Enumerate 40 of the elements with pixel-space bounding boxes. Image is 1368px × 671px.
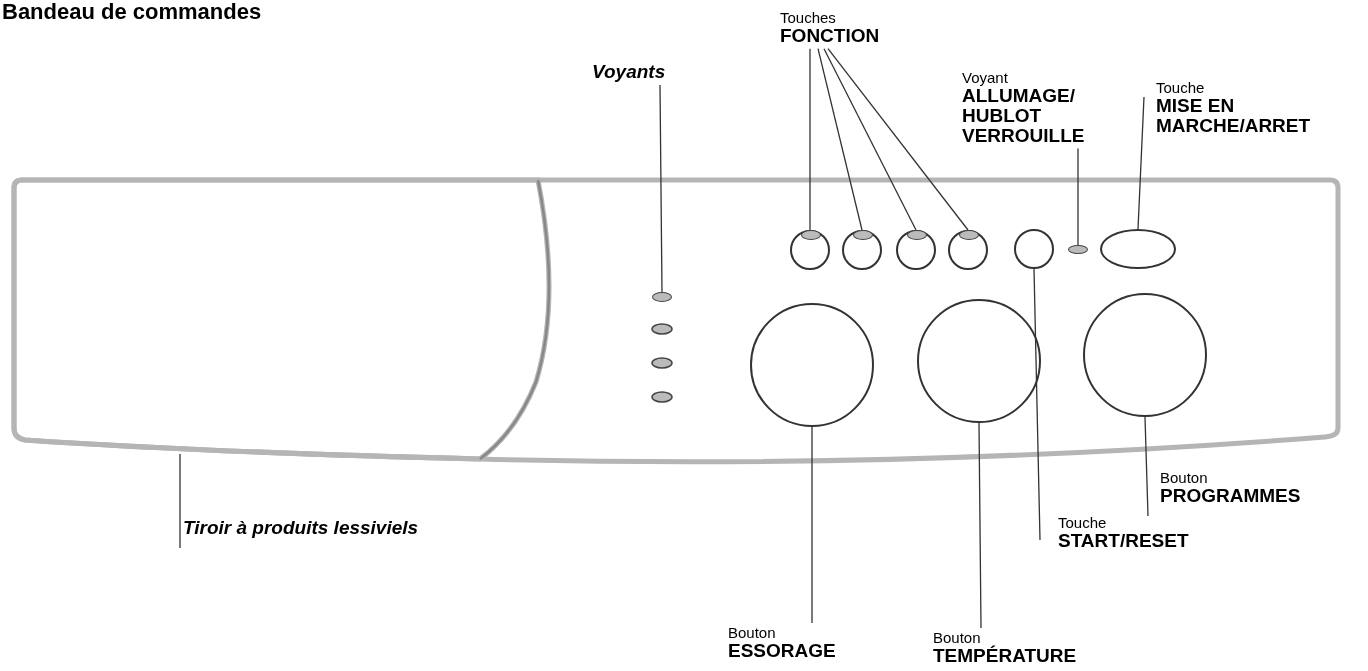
callout-label: Tiroir à produits lessiviels	[183, 518, 420, 538]
function-button	[842, 230, 882, 270]
leader-line	[827, 48, 969, 231]
title: Bandeau de commandes	[2, 0, 262, 24]
leader-line	[978, 422, 982, 629]
indicator-light	[652, 292, 672, 302]
function-button	[790, 230, 830, 270]
function-button	[896, 230, 936, 270]
leader-line	[1137, 96, 1145, 230]
leader-line	[1144, 416, 1149, 517]
callout-label: MISE EN MARCHE/ARRET	[1156, 95, 1312, 136]
leader-line	[809, 48, 811, 231]
leader-line	[1033, 268, 1041, 541]
callout-caption: Bouton	[933, 630, 981, 646]
round-control	[750, 303, 874, 427]
callout-label: FONCTION	[780, 25, 881, 46]
callout-caption: Bouton	[728, 625, 777, 641]
leader-line	[659, 84, 663, 293]
leader-line	[179, 453, 181, 549]
round-control	[1100, 229, 1176, 269]
callout-caption: Touche	[1058, 515, 1108, 531]
round-control	[917, 299, 1041, 423]
leader-line	[1077, 147, 1079, 246]
callout-label: TEMPÉRATURE	[933, 645, 1078, 666]
function-button	[948, 230, 988, 270]
round-control	[1014, 229, 1054, 269]
leader-line	[817, 48, 863, 231]
callout-label: ESSORAGE	[728, 640, 837, 661]
callout-caption: Bouton	[1160, 470, 1209, 486]
leader-line	[811, 426, 813, 624]
indicator-light	[1068, 245, 1088, 254]
callout-label: START/RESET	[1058, 530, 1190, 551]
round-control	[1083, 293, 1207, 417]
callout-label: PROGRAMMES	[1160, 485, 1302, 506]
callout-caption: Touche	[1156, 80, 1206, 96]
leader-line	[823, 48, 917, 231]
callout-label: Voyants	[592, 62, 667, 82]
callout-caption: Touches	[780, 10, 837, 26]
callout-caption: Voyant	[962, 70, 1009, 86]
callout-label: ALLUMAGE/ HUBLOT VERROUILLE	[962, 85, 1086, 146]
